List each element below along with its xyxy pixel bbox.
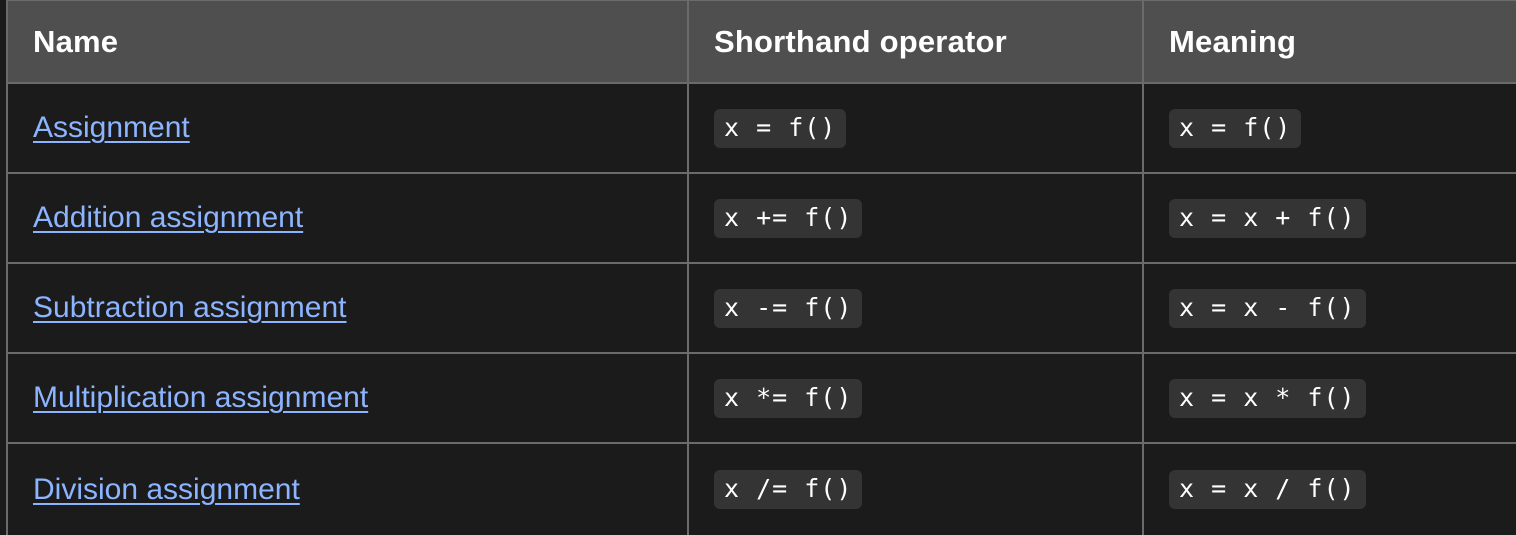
- shorthand-code: x = f(): [714, 108, 847, 148]
- name-cell: Subtraction assignment: [6, 262, 689, 354]
- shorthand-code: x *= f(): [714, 378, 863, 418]
- meaning-cell: x = f(): [1142, 82, 1516, 174]
- meaning-code: x = x + f(): [1169, 198, 1366, 238]
- meaning-code: x = f(): [1169, 108, 1302, 148]
- shorthand-cell: x -= f(): [687, 262, 1144, 354]
- meaning-cell: x = x + f(): [1142, 172, 1516, 264]
- shorthand-cell: x += f(): [687, 172, 1144, 264]
- division-assignment-link[interactable]: Division assignment: [33, 472, 300, 506]
- assignment-operators-table: Name Shorthand operator Meaning Assignme…: [6, 0, 1516, 535]
- meaning-code: x = x * f(): [1169, 378, 1366, 418]
- table-row: Division assignment x /= f() x = x / f(): [6, 442, 1516, 535]
- meaning-code: x = x / f(): [1169, 470, 1366, 509]
- column-header-name: Name: [6, 0, 689, 84]
- addition-assignment-link[interactable]: Addition assignment: [33, 201, 304, 234]
- assignment-link[interactable]: Assignment: [33, 111, 190, 144]
- header-row: Name Shorthand operator Meaning: [6, 0, 1516, 84]
- multiplication-assignment-link[interactable]: Multiplication assignment: [33, 381, 369, 414]
- column-header-meaning: Meaning: [1142, 0, 1516, 84]
- shorthand-code: x += f(): [714, 198, 863, 238]
- column-header-shorthand-operator: Shorthand operator: [687, 0, 1144, 84]
- meaning-cell: x = x / f(): [1142, 442, 1516, 535]
- name-cell: Addition assignment: [6, 172, 689, 264]
- shorthand-code: x /= f(): [714, 470, 863, 509]
- shorthand-cell: x /= f(): [687, 442, 1144, 535]
- subtraction-assignment-link[interactable]: Subtraction assignment: [33, 291, 347, 324]
- table-row: Multiplication assignment x *= f() x = x…: [6, 352, 1516, 444]
- shorthand-cell: x = f(): [687, 82, 1144, 174]
- table-row: Subtraction assignment x -= f() x = x - …: [6, 262, 1516, 354]
- table-body: Assignment x = f() x = f() Addition assi…: [6, 82, 1516, 535]
- table-header: Name Shorthand operator Meaning: [6, 0, 1516, 84]
- name-cell: Multiplication assignment: [6, 352, 689, 444]
- meaning-cell: x = x - f(): [1142, 262, 1516, 354]
- table-row: Addition assignment x += f() x = x + f(): [6, 172, 1516, 264]
- name-cell: Division assignment: [6, 442, 689, 535]
- meaning-code: x = x - f(): [1169, 288, 1366, 328]
- table-row: Assignment x = f() x = f(): [6, 82, 1516, 174]
- name-cell: Assignment: [6, 82, 689, 174]
- shorthand-cell: x *= f(): [687, 352, 1144, 444]
- meaning-cell: x = x * f(): [1142, 352, 1516, 444]
- shorthand-code: x -= f(): [714, 288, 863, 328]
